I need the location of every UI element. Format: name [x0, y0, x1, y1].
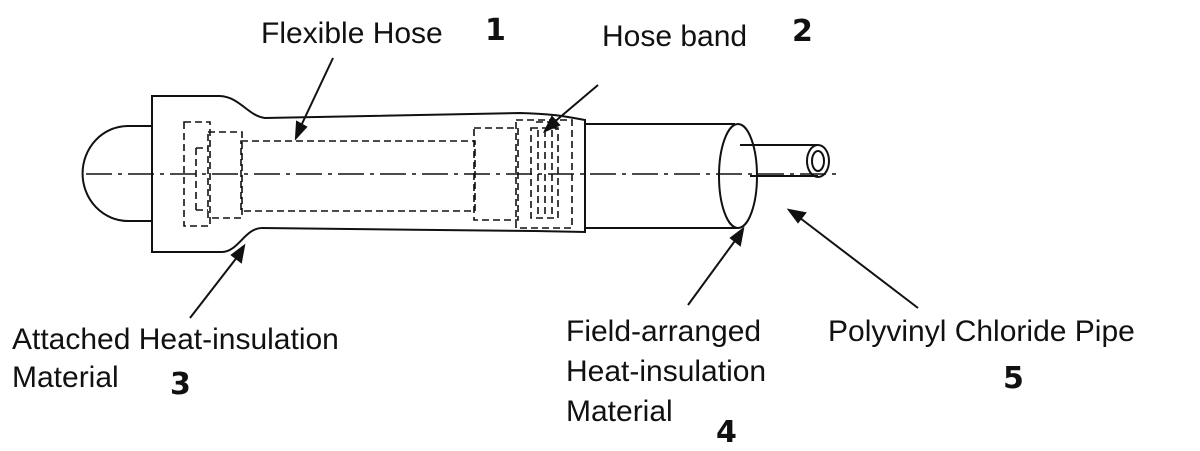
callout-number-2: 2 [792, 14, 813, 49]
left-fitting-hidden [183, 121, 211, 227]
field-insulation-label-line2: Heat-insulation [566, 355, 767, 388]
left-nipple-hidden [195, 147, 208, 211]
callout-number-3: 3 [170, 367, 191, 402]
field-insulation-label: Field-arranged Heat-insulation Material [566, 312, 766, 432]
arrowhead-hose-band [542, 115, 561, 133]
arrowhead-attached-insulation [230, 243, 246, 264]
right-fitting-hidden [515, 119, 573, 229]
hose-band-hidden [530, 127, 559, 219]
leader-flexible-hose [299, 57, 334, 129]
callout-number-4: 4 [716, 415, 737, 450]
leader-pvc-pipe [799, 217, 919, 309]
flexible-hose-hidden [240, 140, 476, 212]
pvc-pipe [740, 144, 818, 177]
field-insulation-label-line1: Field-arranged [566, 315, 762, 348]
leader-attached-insulation [189, 255, 239, 319]
callout-number-1: 1 [485, 13, 506, 48]
hose-band-label: Hose band [602, 20, 748, 53]
attached-insulation-label: Attached Heat-insulation Material [12, 322, 339, 396]
pvc-pipe-end-outer [806, 144, 830, 178]
arrowhead-pvc-pipe [786, 208, 807, 224]
attached-insulation-label-line2: Material [12, 361, 119, 394]
arrowhead-field-insulation [729, 226, 745, 247]
pvc-pipe-label: Polyvinyl Chloride Pipe [828, 315, 1135, 348]
leader-hose-band [551, 84, 599, 125]
attached-insulation-label-line1: Attached Heat-insulation [12, 323, 339, 356]
callout-number-5: 5 [1003, 361, 1024, 396]
field-insulation-label-line3: Material [566, 395, 673, 428]
attached-insulation-body [151, 95, 586, 253]
pvc-pipe-end-inner [811, 150, 825, 172]
arrowhead-flexible-hose [294, 120, 308, 141]
right-collar-hidden [473, 127, 519, 221]
flexible-hose-label: Flexible Hose [261, 17, 443, 50]
leader-field-insulation [687, 237, 738, 306]
dome-end [81, 125, 152, 222]
left-collar-hidden [207, 131, 243, 219]
